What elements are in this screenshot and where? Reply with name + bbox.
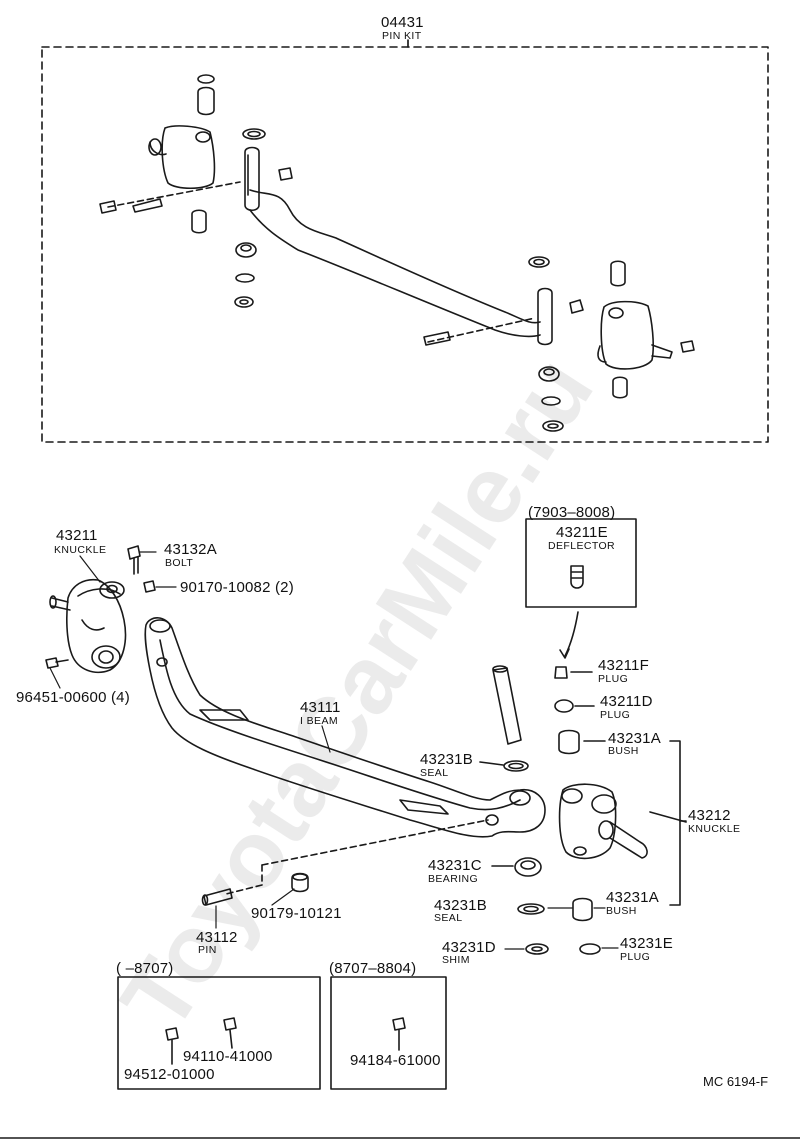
nut-drawing <box>143 580 156 593</box>
plug-d-name: PLUG <box>600 709 631 721</box>
nut-number: 90170-10082 (2) <box>180 579 294 596</box>
kit-bush-top-left <box>191 74 215 234</box>
i-beam-drawing <box>144 617 546 838</box>
pin-kit-frame <box>41 39 769 443</box>
deflector-box <box>525 518 637 659</box>
inset-right-date-range: (8707–8804) <box>329 960 417 977</box>
bolt-drawing <box>127 545 141 575</box>
kit-i-beam <box>249 189 541 338</box>
knuckle-left-number: 43211 <box>56 527 98 544</box>
doc-code: MC 6194-F <box>703 1074 769 1089</box>
deflector-date-range: (7903–8008) <box>528 504 616 521</box>
shim-name: SHIM <box>442 954 470 966</box>
kit-pin-right <box>423 287 553 346</box>
washer-number: 90179-10121 <box>251 905 342 922</box>
plug-e-name: PLUG <box>620 951 651 963</box>
pin-name: PIN <box>198 944 217 956</box>
i-beam-number: 43111 <box>300 699 341 716</box>
kit-washers-right <box>528 256 695 432</box>
plug-f-number: 43211F <box>598 657 649 674</box>
shim-number: 43231D <box>442 939 496 956</box>
bush-upper-drawing <box>558 729 606 755</box>
bush-upper-number: 43231A <box>608 730 661 747</box>
plug-e-drawing <box>579 943 601 955</box>
washer-drawing <box>291 872 309 893</box>
leader-lines <box>49 39 619 950</box>
inset-left-part-a: 94110-41000 <box>183 1048 273 1065</box>
bearing-drawing <box>491 857 542 877</box>
knuckle-left-drawing <box>45 578 127 674</box>
pin-number: 43112 <box>196 929 238 946</box>
bearing-name: BEARING <box>428 873 479 885</box>
inset-left-part-b: 94512-01000 <box>124 1066 215 1083</box>
pin-kit-name: PIN KIT <box>382 30 422 42</box>
inset-left-drawing <box>117 976 321 1090</box>
bolt-number: 43132A <box>164 541 217 558</box>
kit-knuckle-left <box>148 125 216 190</box>
seal-upper-name: SEAL <box>420 767 449 779</box>
seal-lower-name: SEAL <box>434 912 463 924</box>
seal-lower-drawing <box>517 903 545 915</box>
seal-upper-drawing <box>479 760 529 772</box>
plug-e-number: 43231E <box>620 935 673 952</box>
kit-knuckle-right <box>597 300 673 370</box>
inset-right-drawing <box>330 976 447 1090</box>
bush-upper-name: BUSH <box>608 745 639 757</box>
bearing-number: 43231C <box>428 857 482 874</box>
grease-fitting-number: 96451-00600 (4) <box>16 689 130 706</box>
deflector-name: DEFLECTOR <box>548 540 615 552</box>
shim-drawing <box>525 943 549 955</box>
bush-bracket <box>669 740 681 906</box>
seal-upper-number: 43231B <box>420 751 473 768</box>
seal-lower-number: 43231B <box>434 897 487 914</box>
bolt-name: BOLT <box>165 557 194 569</box>
bush-lower-name: BUSH <box>606 905 637 917</box>
plug-d-number: 43211D <box>600 693 653 710</box>
knuckle-right-drawing <box>558 783 687 860</box>
knuckle-right-number: 43212 <box>688 807 731 824</box>
pin-kit-number: 04431 <box>381 14 424 31</box>
inset-left-date-range: ( –8707) <box>116 960 174 977</box>
pin-drawing <box>201 819 489 906</box>
kit-washers-left <box>234 128 293 308</box>
plug-d-drawing <box>554 699 595 713</box>
king-pin-drawing <box>492 665 522 745</box>
deflector-number: 43211E <box>556 524 608 541</box>
knuckle-right-name: KNUCKLE <box>688 823 741 835</box>
bush-lower-number: 43231A <box>606 889 659 906</box>
knuckle-left-name: KNUCKLE <box>54 544 107 556</box>
plug-f-drawing <box>554 666 593 679</box>
plug-f-name: PLUG <box>598 673 629 685</box>
i-beam-name: I BEAM <box>300 715 338 727</box>
bush-lower-drawing <box>572 897 593 922</box>
inset-right-part-a: 94184-61000 <box>350 1052 441 1069</box>
kit-pin-left <box>99 146 260 214</box>
